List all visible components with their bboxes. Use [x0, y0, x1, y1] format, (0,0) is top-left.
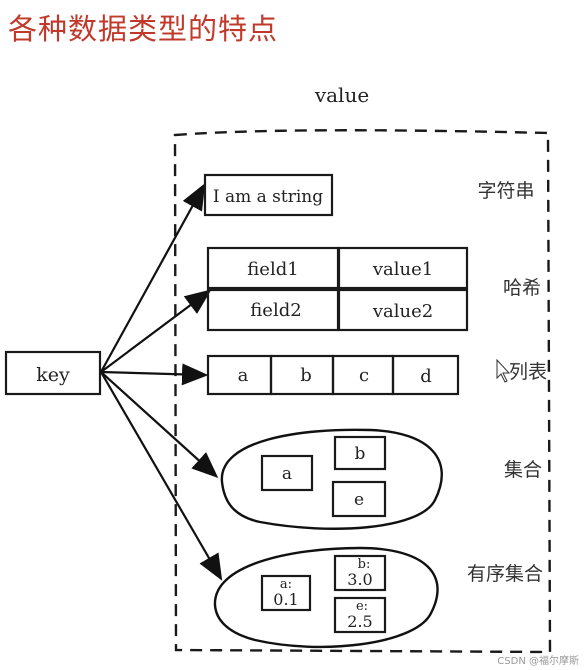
value-container: [173, 129, 552, 654]
string-value: I am a string: [213, 187, 323, 207]
string-type-label: 字符串: [477, 180, 534, 202]
hash-value-2: value2: [372, 301, 433, 322]
cursor-icon: [496, 358, 511, 383]
list-type-label: 列表: [509, 361, 547, 383]
set-member-b: b: [355, 444, 366, 464]
list-item-c: c: [359, 365, 369, 386]
hash-value-1: value1: [372, 259, 433, 280]
zset-type-label: 有序集合: [467, 563, 543, 585]
zset-block: a: 0.1 b: 3.0 e: 2.5 有序集合: [213, 546, 543, 649]
key-label: key: [36, 364, 70, 386]
arrow-to-string: [100, 183, 206, 373]
zset-member-a: a:: [280, 577, 292, 592]
set-member-a: a: [282, 464, 292, 484]
arrow-to-list: [100, 363, 209, 386]
hash-type-label: 哈希: [503, 277, 541, 299]
hash-field-2: field2: [250, 300, 301, 321]
arrow-to-set: [100, 371, 219, 478]
watermark: CSDN @福尔摩斯: [497, 656, 579, 667]
zset-score-a: 0.1: [273, 590, 298, 609]
arrow-to-hash: [100, 289, 212, 373]
value-label: value: [314, 83, 369, 107]
list-item-b: b: [300, 365, 312, 386]
zset-score-e: 2.5: [347, 612, 372, 631]
zset-score-b: 3.0: [347, 570, 372, 589]
arrow-to-zset: [100, 371, 223, 581]
zset-member-e: e:: [356, 599, 368, 614]
page-title: 各种数据类型的特点: [8, 12, 279, 46]
set-type-label: 集合: [504, 459, 542, 481]
set-member-e: e: [354, 490, 364, 510]
hash-block: field1 value1 field2 value2 哈希: [206, 246, 541, 332]
list-item-a: a: [238, 365, 249, 386]
string-block: I am a string 字符串: [203, 173, 535, 217]
list-item-d: d: [420, 366, 432, 387]
zset-member-b: b:: [358, 557, 371, 572]
set-block: a b e 集合: [220, 428, 542, 530]
arrows: [100, 183, 223, 581]
hash-field-1: field1: [247, 259, 298, 280]
list-block: a b c d 列表: [206, 354, 547, 396]
key-box: key: [4, 350, 102, 396]
